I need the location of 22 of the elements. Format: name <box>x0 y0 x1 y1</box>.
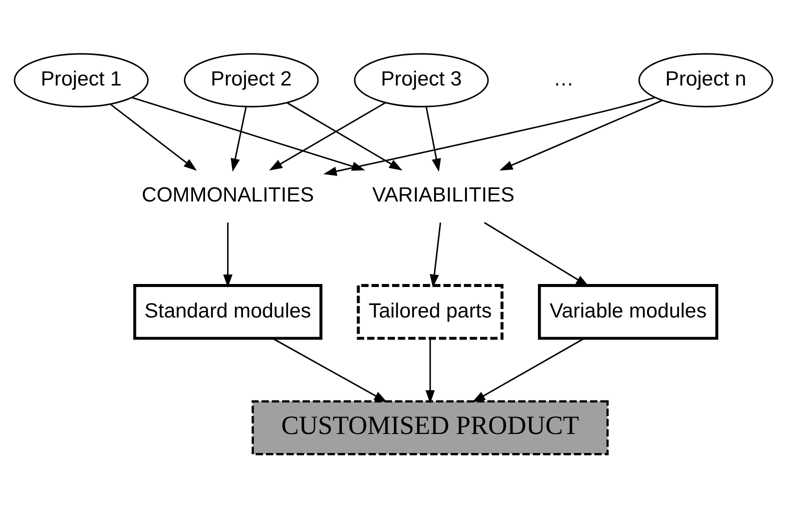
node-box: CUSTOMISED PRODUCT <box>252 400 609 455</box>
node-ellipse: Project 2 <box>184 52 319 107</box>
arrow <box>426 106 441 172</box>
label: … <box>553 67 574 90</box>
node-box: Standard modules <box>133 284 322 340</box>
node-ellipse: Project 1 <box>14 52 149 107</box>
arrow <box>472 337 585 402</box>
node-box: Tailored parts <box>356 284 504 340</box>
node-text: VARIABILITIES <box>372 183 514 206</box>
arrow <box>110 103 197 170</box>
node-box: Variable modules <box>538 284 718 340</box>
node-ellipse: Project n <box>638 52 774 107</box>
node-ellipse: Project 3 <box>354 52 489 107</box>
arrow <box>430 222 442 288</box>
arrow <box>223 222 232 288</box>
arrow <box>323 96 656 176</box>
arrow <box>499 99 663 170</box>
arrow <box>272 337 388 402</box>
arrow <box>426 338 435 404</box>
node-text: COMMONALITIES <box>142 183 314 206</box>
arrow <box>230 106 247 172</box>
arrow <box>484 221 590 286</box>
